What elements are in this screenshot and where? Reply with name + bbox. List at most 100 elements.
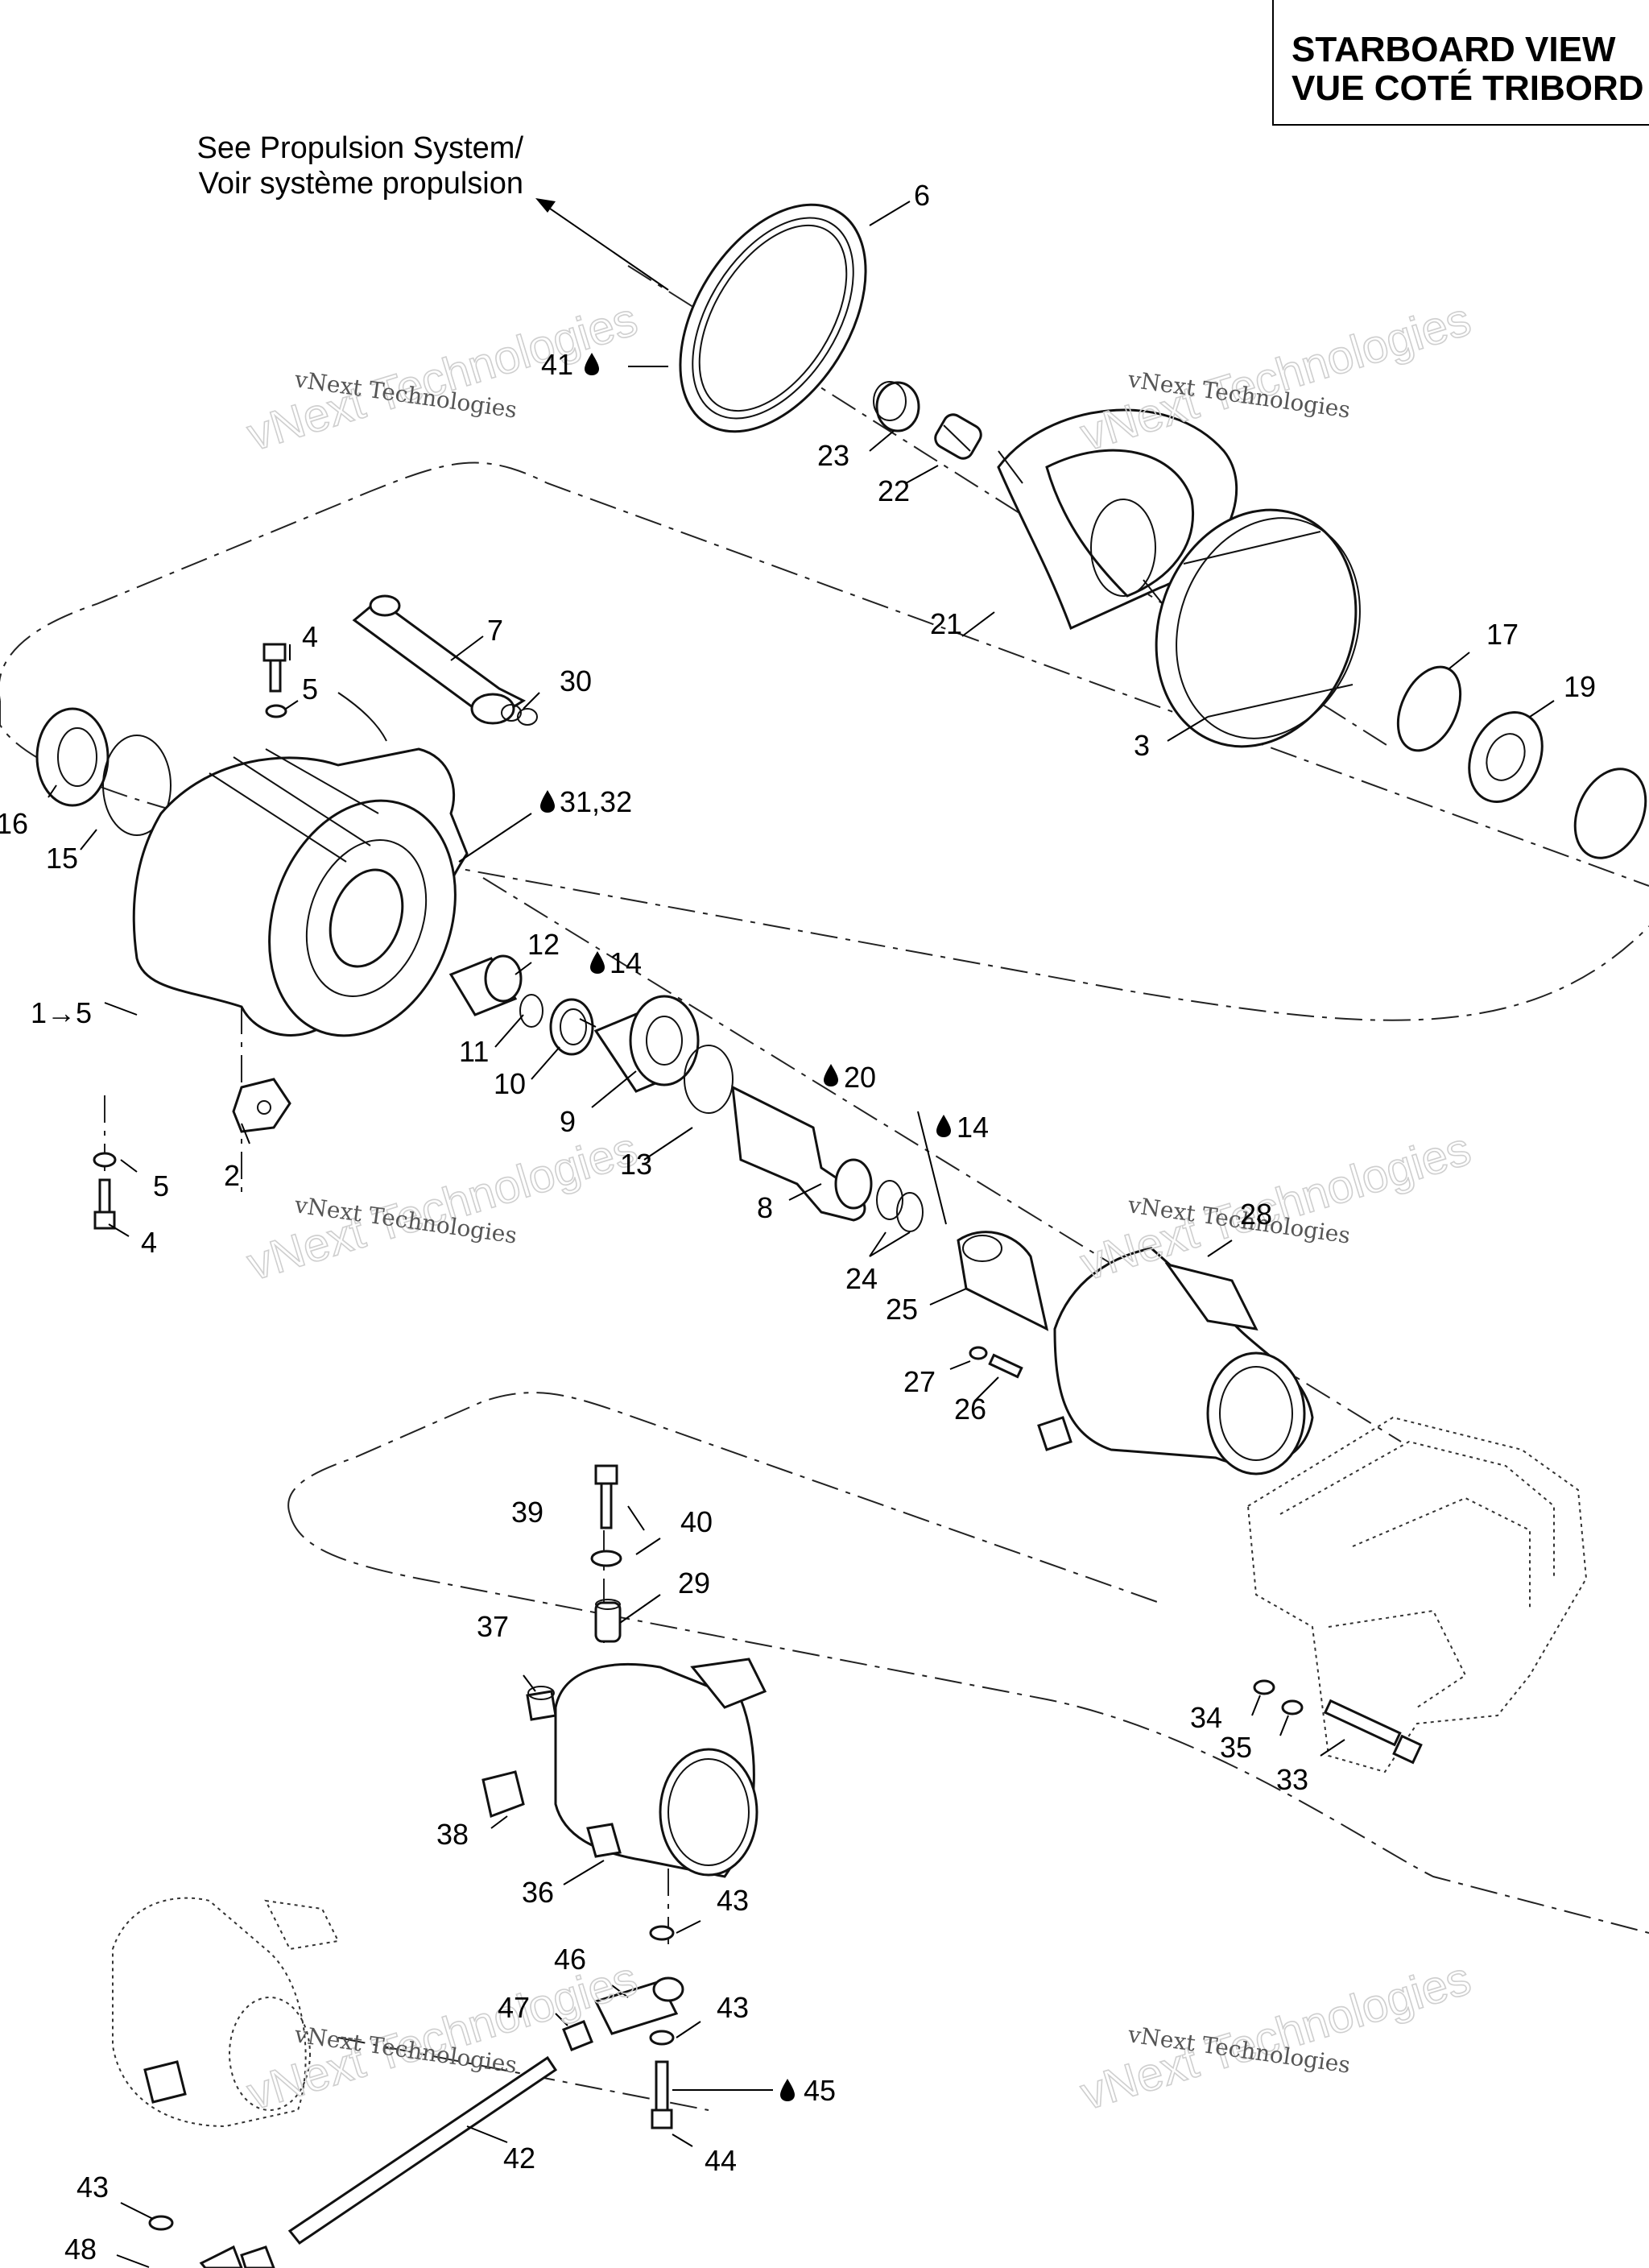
callout-13: 13 <box>620 1148 652 1181</box>
callout-3: 3 <box>1134 729 1150 762</box>
part-7-tube <box>352 594 527 725</box>
part-5-washer-top <box>265 704 287 718</box>
lower-dashed-boundary <box>287 1392 1649 1934</box>
callout-4-top: 4 <box>302 620 318 653</box>
part-27-washer <box>969 1346 988 1360</box>
oil-drop-icon <box>540 790 555 813</box>
callout-5-bottom: 5 <box>153 1169 169 1202</box>
ref-dotted-bracket <box>1246 1416 1588 1773</box>
callout-14-a: 14 <box>610 946 642 979</box>
axis-vertical-1 <box>104 1007 242 1224</box>
part-4-screw-top <box>262 643 287 693</box>
callout-48: 48 <box>64 2233 97 2266</box>
part-16-seal <box>35 707 110 807</box>
callout-38: 38 <box>436 1818 469 1851</box>
callout-26: 26 <box>954 1393 986 1426</box>
propulsion-note-line1: See Propulsion System/ <box>196 131 523 165</box>
view-title-line2: VUE COTÉ TRIBORD <box>1292 68 1644 108</box>
callout-43-a: 43 <box>717 1884 749 1917</box>
callout-20: 20 <box>844 1061 876 1094</box>
callout-33: 33 <box>1276 1763 1308 1796</box>
callout-42: 42 <box>503 2142 535 2175</box>
part-35-washer <box>1281 1699 1304 1715</box>
callout-6: 6 <box>914 179 930 212</box>
part-26-screw <box>988 1353 1023 1379</box>
axis-line-lower <box>337 2037 709 2111</box>
propulsion-arrow <box>539 201 669 291</box>
part-ring-far-right <box>1573 768 1647 859</box>
callout-27: 27 <box>903 1365 936 1398</box>
callout-16: 16 <box>0 807 28 840</box>
watermark-mid-left: vNext Technologies vNext Technologies <box>241 1122 644 1292</box>
part-nut-lower <box>240 2245 275 2268</box>
part-34-washer <box>1253 1679 1275 1695</box>
callout-25: 25 <box>886 1293 918 1326</box>
part-8-shaft <box>731 1085 873 1222</box>
propulsion-note-line2: Voir système propulsion <box>198 167 523 201</box>
callout-24: 24 <box>845 1262 878 1295</box>
part-22-insert <box>934 413 982 460</box>
part-1-pump-housing <box>132 692 469 1037</box>
watermark-mid-right: vNext Technologies vNext Technologies <box>1074 1122 1477 1292</box>
part-38-bushing <box>481 1770 525 1819</box>
part-39-bolt <box>594 1464 618 1529</box>
part-10-spacer <box>549 998 594 1056</box>
callout-29: 29 <box>678 1566 710 1600</box>
part-25-cone <box>957 1231 1049 1331</box>
leader-lines <box>48 201 1555 2268</box>
part-12-bushing <box>448 954 523 1016</box>
callout-12: 12 <box>527 928 560 961</box>
callout-9: 9 <box>560 1105 576 1138</box>
callout-46: 46 <box>554 1943 586 1976</box>
part-3-wear-ring <box>1155 508 1361 748</box>
part-13-snap-ring <box>684 1045 734 1114</box>
callout-43-c: 43 <box>76 2171 109 2204</box>
part-17-snap-ring <box>1396 665 1462 752</box>
part-29-bushing <box>594 1599 622 1643</box>
oil-drop-icon <box>780 2079 795 2101</box>
oil-drop-icon <box>936 1115 951 1137</box>
part-24-o-rings <box>876 1180 924 1232</box>
callout-34: 34 <box>1190 1701 1222 1734</box>
propulsion-note: See Propulsion System/ Voir système prop… <box>121 130 523 201</box>
callout-22: 22 <box>878 474 910 507</box>
callout-4-bottom: 4 <box>141 1226 157 1259</box>
upper-dashed-boundary <box>0 461 1649 1021</box>
callout-41: 41 <box>541 348 573 381</box>
watermark-top-left: vNext Technologies vNext Technologies <box>241 292 644 462</box>
callout-44: 44 <box>705 2144 737 2177</box>
part-43-washer-c <box>148 2215 174 2231</box>
part-37-bushing <box>526 1686 557 1721</box>
ref-dotted-nozzle <box>112 1897 340 2128</box>
callout-7: 7 <box>487 614 503 647</box>
watermark-top-right: vNext Technologies vNext Technologies <box>1074 292 1477 462</box>
callout-21: 21 <box>930 607 962 640</box>
part-42-tie-rod <box>287 2055 558 2245</box>
part-46-ball-joint <box>593 1976 684 2035</box>
arrow-icon <box>535 198 556 213</box>
callout-1-to-5: 1→5 <box>31 996 92 1029</box>
part-6-ring <box>679 203 867 433</box>
part-43-washer-b <box>649 2030 675 2046</box>
part-30-o-rings <box>501 704 538 726</box>
callout-23: 23 <box>817 439 849 472</box>
part-23-sleeve <box>873 381 920 432</box>
callout-31-32: 31,32 <box>560 785 632 818</box>
oil-drop-icon <box>590 951 605 974</box>
part-28-venturi <box>1037 1247 1314 1475</box>
part-4-screw-bottom <box>93 1178 116 1230</box>
part-40-washer <box>590 1550 622 1567</box>
callout-8: 8 <box>757 1191 773 1224</box>
callout-17: 17 <box>1486 618 1519 651</box>
callout-47: 47 <box>498 1991 530 2024</box>
callout-43-b: 43 <box>717 1991 749 2024</box>
part-43-washer-a <box>649 1925 675 1941</box>
callout-15: 15 <box>46 842 78 875</box>
watermark-bottom-right: vNext Technologies vNext Technologies <box>1074 1951 1477 2121</box>
axis-line-middle <box>482 877 1402 1442</box>
part-15-o-ring <box>102 735 172 836</box>
callout-10: 10 <box>494 1067 526 1100</box>
view-title-line1: STARBOARD VIEW <box>1292 30 1616 69</box>
callout-45: 45 <box>804 2074 836 2107</box>
part-19-seal <box>1468 711 1544 803</box>
